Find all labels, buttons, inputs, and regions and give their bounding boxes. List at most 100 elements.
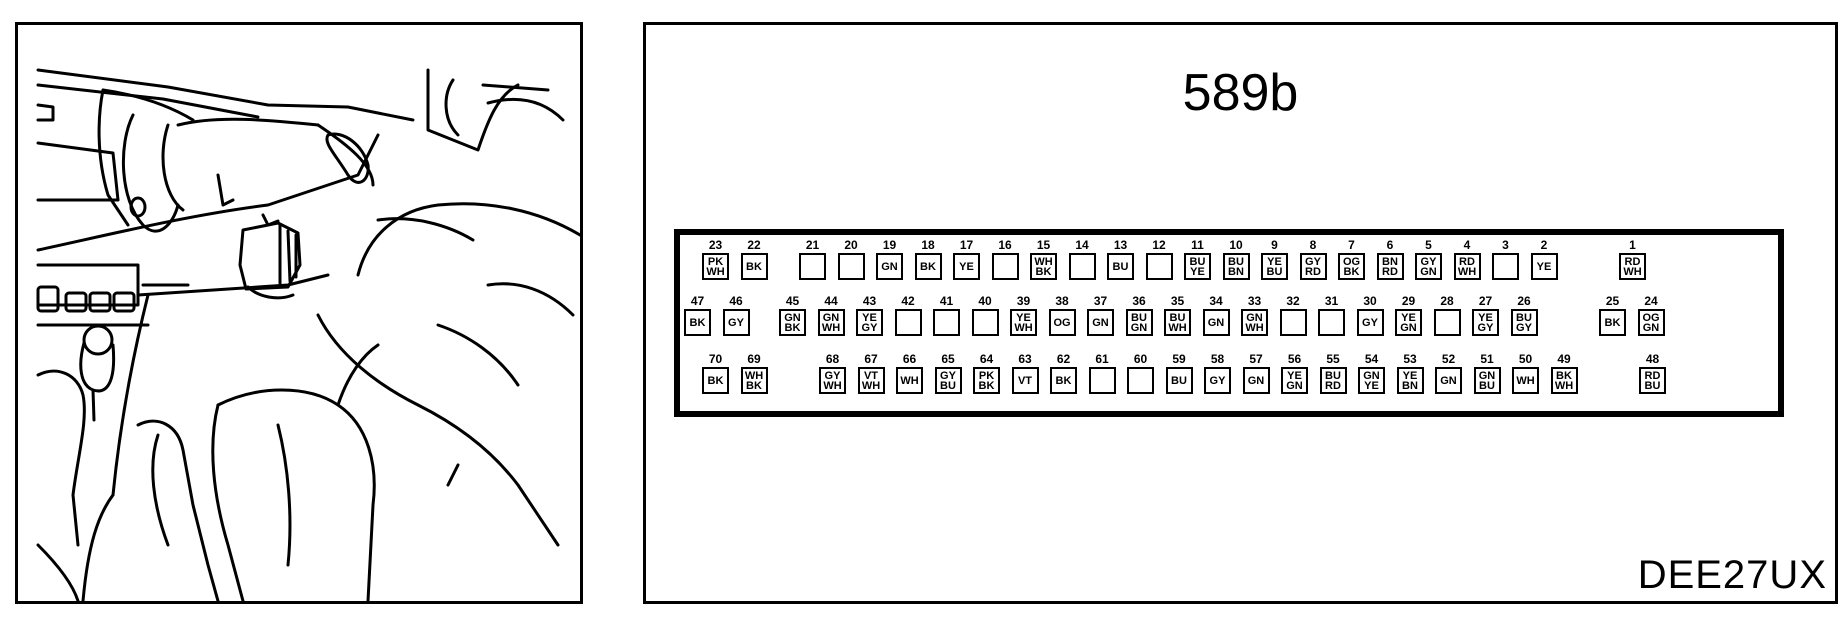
pin-number: 9 [1271, 238, 1278, 252]
wire-color-code: GY [1305, 255, 1321, 268]
wire-color-code: WH [821, 321, 841, 334]
wire-color-code: GN [1642, 321, 1660, 334]
connector-pin: 42 [894, 295, 922, 336]
wire-color-code: GN [1363, 369, 1380, 382]
wire-color-code: GN [1400, 321, 1417, 334]
wire-color-code: BK [746, 379, 762, 392]
pin-number: 2 [1540, 238, 1548, 252]
wire-color-code: PK [707, 255, 724, 268]
connector-pin: 14 [1068, 239, 1096, 280]
pin-number: 21 [805, 238, 820, 252]
wire-color-code: GN [1246, 311, 1263, 324]
wire-color-code: WH [1034, 255, 1053, 268]
wire-color-code: PK [978, 369, 995, 382]
wire-color-code: YE [1402, 369, 1418, 382]
pin-number: 38 [1055, 294, 1069, 308]
pin-number: 28 [1440, 294, 1454, 308]
wire-color-code: BK [784, 321, 801, 334]
connector-pin: 28 [1433, 295, 1461, 336]
pin-number: 25 [1605, 294, 1620, 308]
pin-number: 47 [690, 294, 705, 308]
wire-color-code: BK [1556, 369, 1572, 382]
wire-color-code: GY [940, 369, 956, 382]
pin-number: 7 [1348, 238, 1355, 252]
pin-number: 32 [1286, 294, 1300, 308]
wire-color-code: GY [1477, 321, 1494, 334]
pin-cavity: BK [1599, 309, 1626, 336]
pin-cavity: BK [684, 309, 711, 336]
wire-color-code: GN [1207, 316, 1225, 329]
pin-number: 41 [939, 294, 954, 308]
pin-number: 59 [1172, 352, 1186, 366]
pin-cavity [837, 253, 865, 280]
wire-color-code: BU [1479, 379, 1495, 392]
pin-number: 22 [747, 238, 761, 252]
pin-cavity: VT [1011, 367, 1039, 394]
wire-color-code: GY [861, 321, 878, 334]
wire-color-code: GN [1130, 321, 1148, 334]
pin-number: 37 [1093, 294, 1108, 308]
wire-color-code: WH [1245, 321, 1264, 334]
pin-cavity: YE [953, 253, 980, 280]
pin-cavity: GN [1242, 367, 1270, 394]
connector-id: 589b [1182, 64, 1299, 122]
wire-color-code: RD [1459, 255, 1475, 268]
connector-pin: 21 [799, 239, 826, 280]
wire-color-code: RD [1624, 255, 1641, 268]
pin-number: 8 [1309, 238, 1317, 252]
pin-cavity: GY [1204, 367, 1231, 394]
wire-color-code: GN [784, 311, 801, 324]
wire-color-code: YE [1401, 311, 1416, 324]
wire-color-code: RD [1644, 369, 1661, 382]
pin-cavity: GN [1435, 367, 1462, 394]
pin-number: 56 [1287, 352, 1302, 366]
connector-pin: 41 [933, 295, 960, 336]
pin-number: 48 [1645, 352, 1660, 366]
wire-color-code: YE [1190, 265, 1205, 278]
pin-number: 69 [747, 352, 761, 366]
pin-cavity [1318, 309, 1345, 336]
wire-color-code: BN [1402, 379, 1418, 392]
pin-number: 43 [862, 294, 877, 308]
connector-pin: 40 [971, 295, 999, 336]
wire-color-code: WH [823, 379, 842, 392]
pin-number: 58 [1210, 352, 1225, 366]
pin-cavity: GY [722, 309, 750, 336]
wire-color-code: BK [746, 260, 762, 273]
pin-cavity [1492, 253, 1519, 280]
pin-cavity [1433, 309, 1461, 336]
